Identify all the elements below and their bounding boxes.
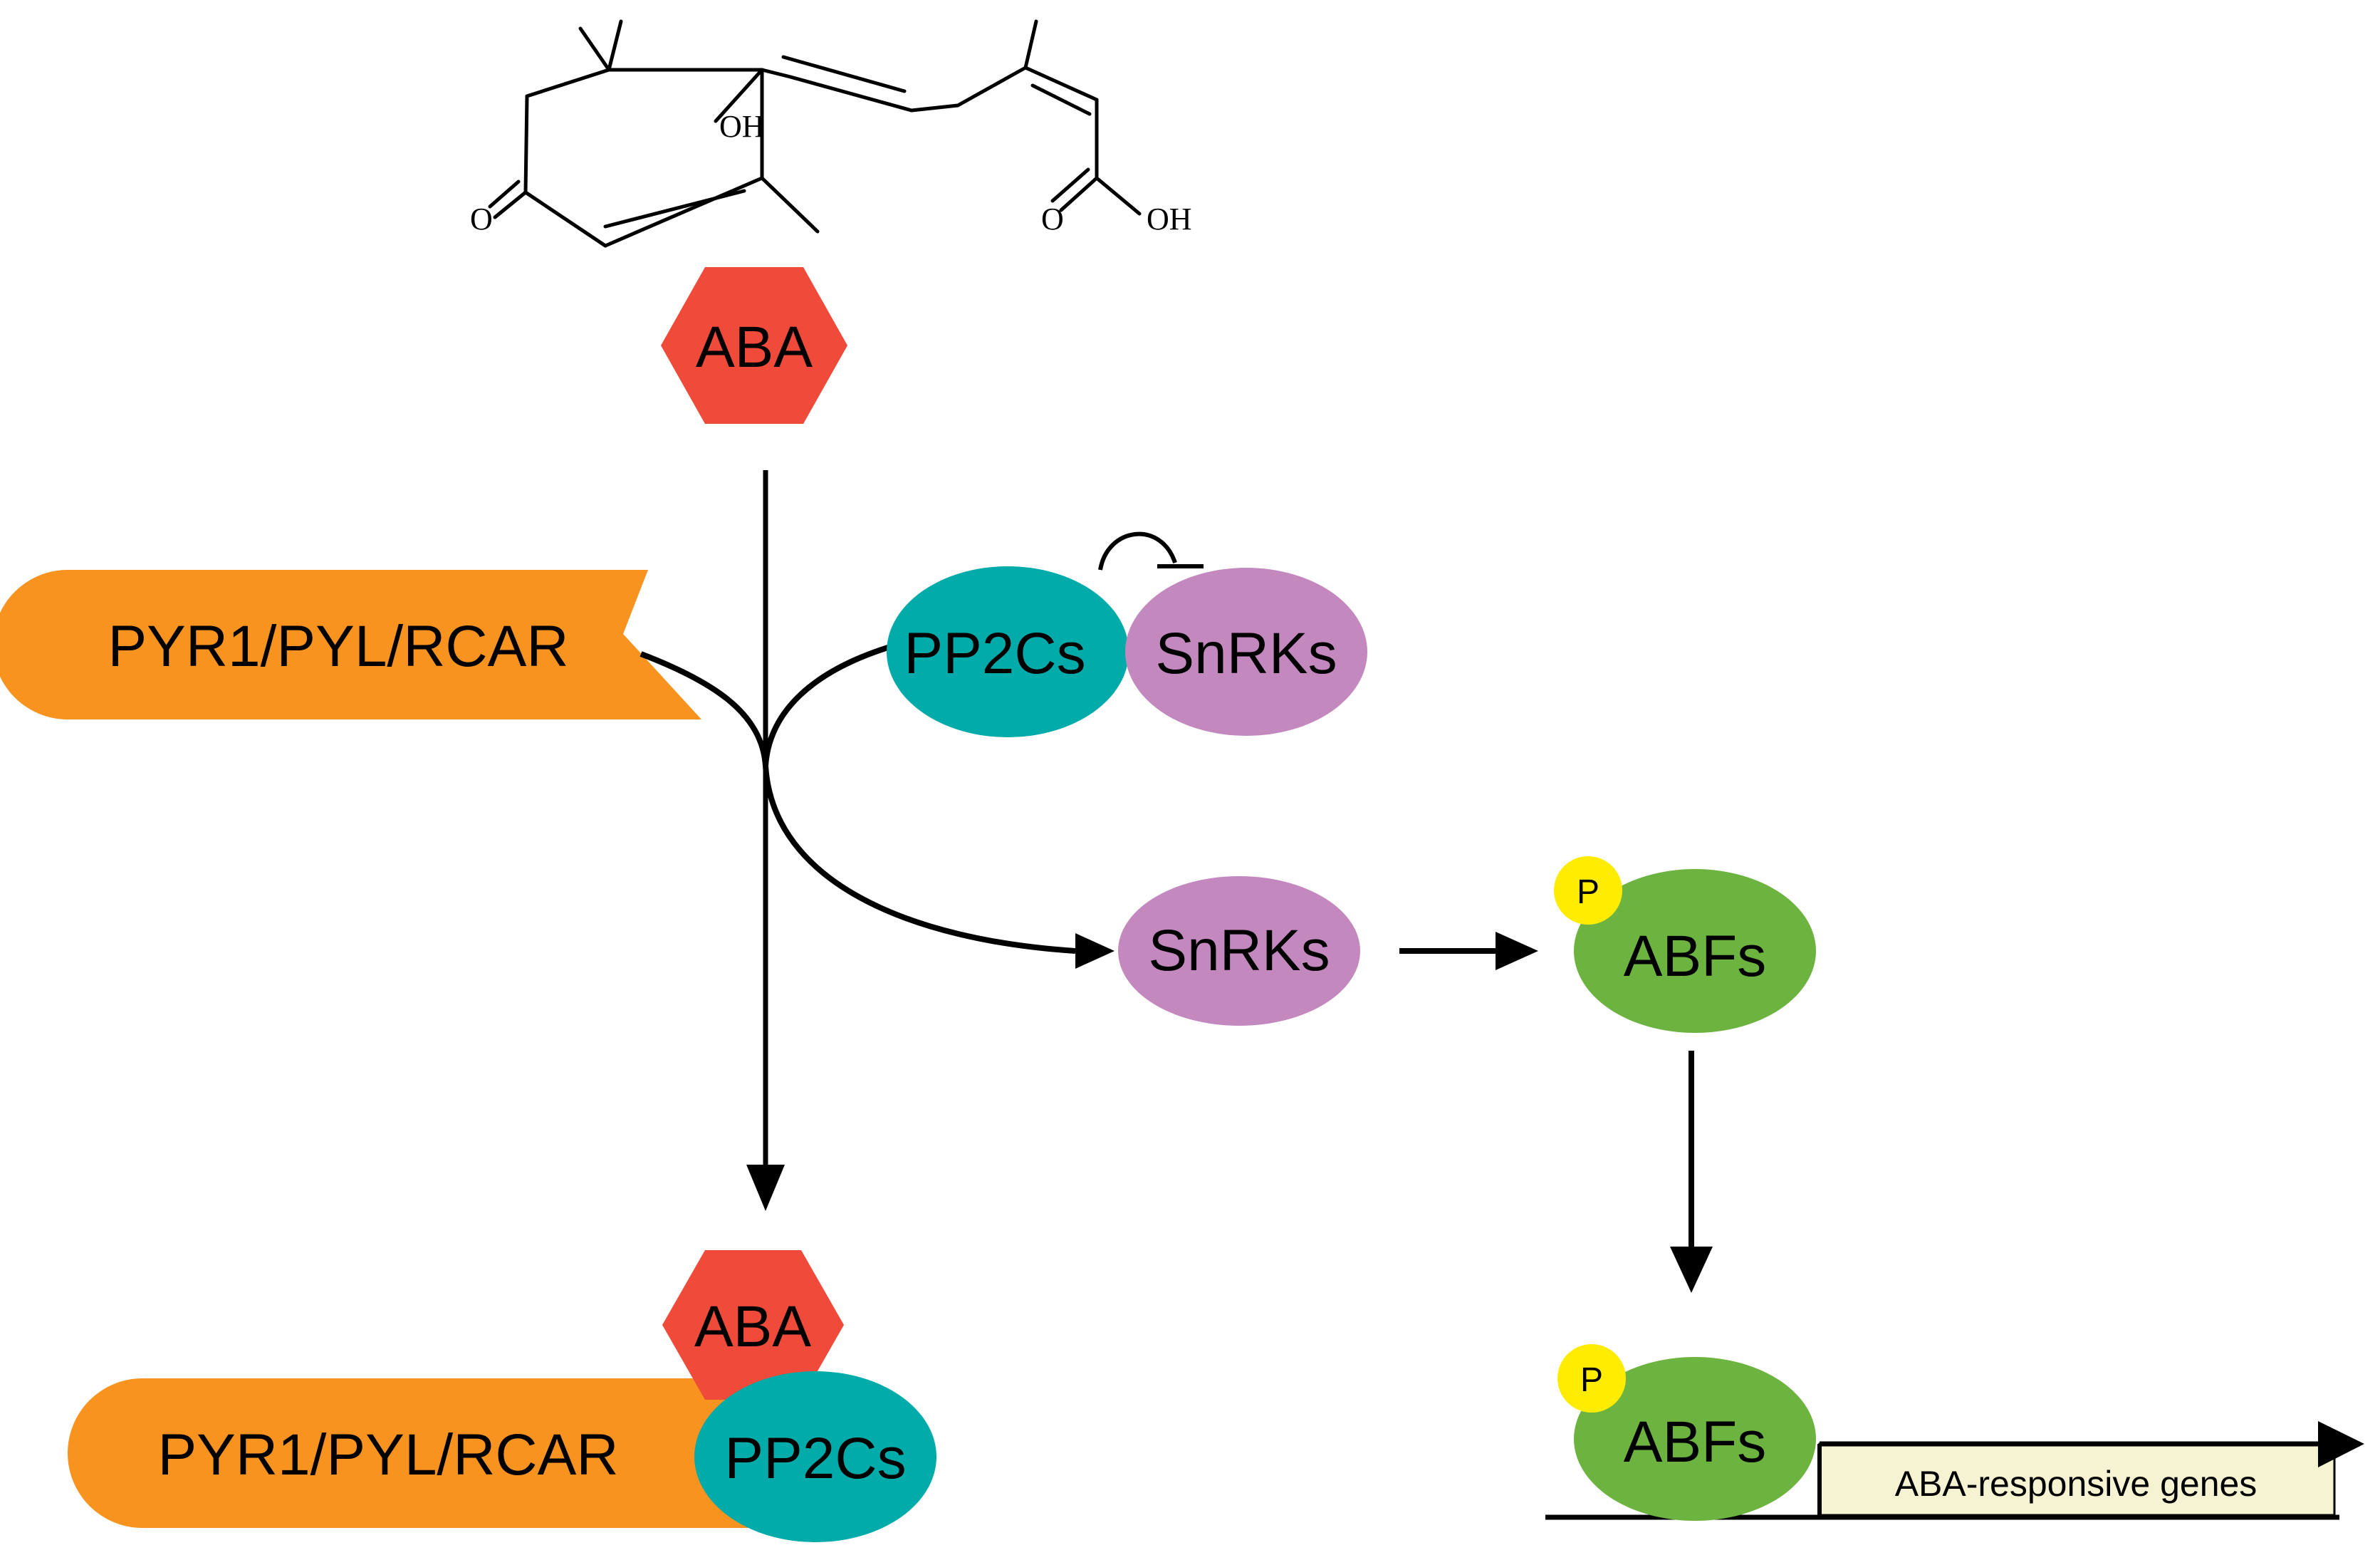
pp2c-ellipse xyxy=(887,566,1129,737)
abf-bottom-label: ABFs xyxy=(1624,1410,1766,1475)
snrk-mid-label: SnRKs xyxy=(1148,918,1330,983)
snrk-ellipse xyxy=(1125,568,1367,736)
complex-aba-label: ABA xyxy=(694,1294,811,1359)
receptor-shape: PYR1/PYL/RCAR xyxy=(0,570,701,719)
hydroxyl-label: OH xyxy=(719,109,765,144)
receptor-aba-pp2c-complex: PYR1/PYL/RCAR ABA PP2Cs xyxy=(68,1250,936,1542)
acid-o-label: O xyxy=(1041,202,1064,236)
inhibition-arc xyxy=(1098,531,1204,571)
gene-expression: ABA-responsive genes xyxy=(1545,1421,2364,1520)
aba-molecule-labels: OH O O OH xyxy=(470,109,1192,236)
receptor-label: PYR1/PYL/RCAR xyxy=(108,614,568,679)
complex-pp2c-label: PP2Cs xyxy=(724,1426,906,1491)
phospho-bottom-label: P xyxy=(1580,1361,1603,1399)
aba-hexagon: ABA xyxy=(661,267,847,424)
abf-mid: ABFs P xyxy=(1554,856,1816,1033)
complex-receptor-label: PYR1/PYL/RCAR xyxy=(157,1423,618,1487)
receptor-binding-curve xyxy=(640,651,768,766)
complex-receptor-shape xyxy=(68,1378,748,1528)
genes-label: ABA-responsive genes xyxy=(1895,1464,2258,1504)
snrk-release-arrowhead xyxy=(1075,933,1115,969)
abf-mid-label: ABFs xyxy=(1624,924,1766,989)
complex-pp2c-ellipse xyxy=(694,1371,936,1542)
phospho-mid-label: P xyxy=(1577,873,1599,911)
snrk-to-abf-arrowhead xyxy=(1496,932,1538,970)
phospho-badge-mid xyxy=(1554,856,1622,925)
transcription-arrowhead xyxy=(2318,1421,2364,1467)
snrk-mid: SnRKs xyxy=(1118,876,1360,1026)
pp2c-snrk-complex-top: PP2Cs SnRKs xyxy=(887,566,1367,737)
main-arrowhead xyxy=(746,1165,785,1211)
abf-bottom: ABFs P xyxy=(1557,1344,1816,1521)
pp2c-label: PP2Cs xyxy=(904,621,1085,686)
aba-label: ABA xyxy=(696,315,813,380)
phospho-badge-bottom xyxy=(1557,1344,1626,1413)
complex-aba-hexagon xyxy=(662,1250,844,1400)
snrk-release-curve xyxy=(763,765,1076,954)
abf-down-arrowhead xyxy=(1670,1247,1713,1293)
pp2c-binding-curve xyxy=(763,642,899,766)
ketone-label: O xyxy=(470,202,493,236)
genes-box xyxy=(1818,1442,2336,1517)
snrk-label: SnRKs xyxy=(1155,621,1337,686)
aba-molecule-structure xyxy=(488,19,1142,248)
acid-oh-label: OH xyxy=(1147,202,1192,236)
